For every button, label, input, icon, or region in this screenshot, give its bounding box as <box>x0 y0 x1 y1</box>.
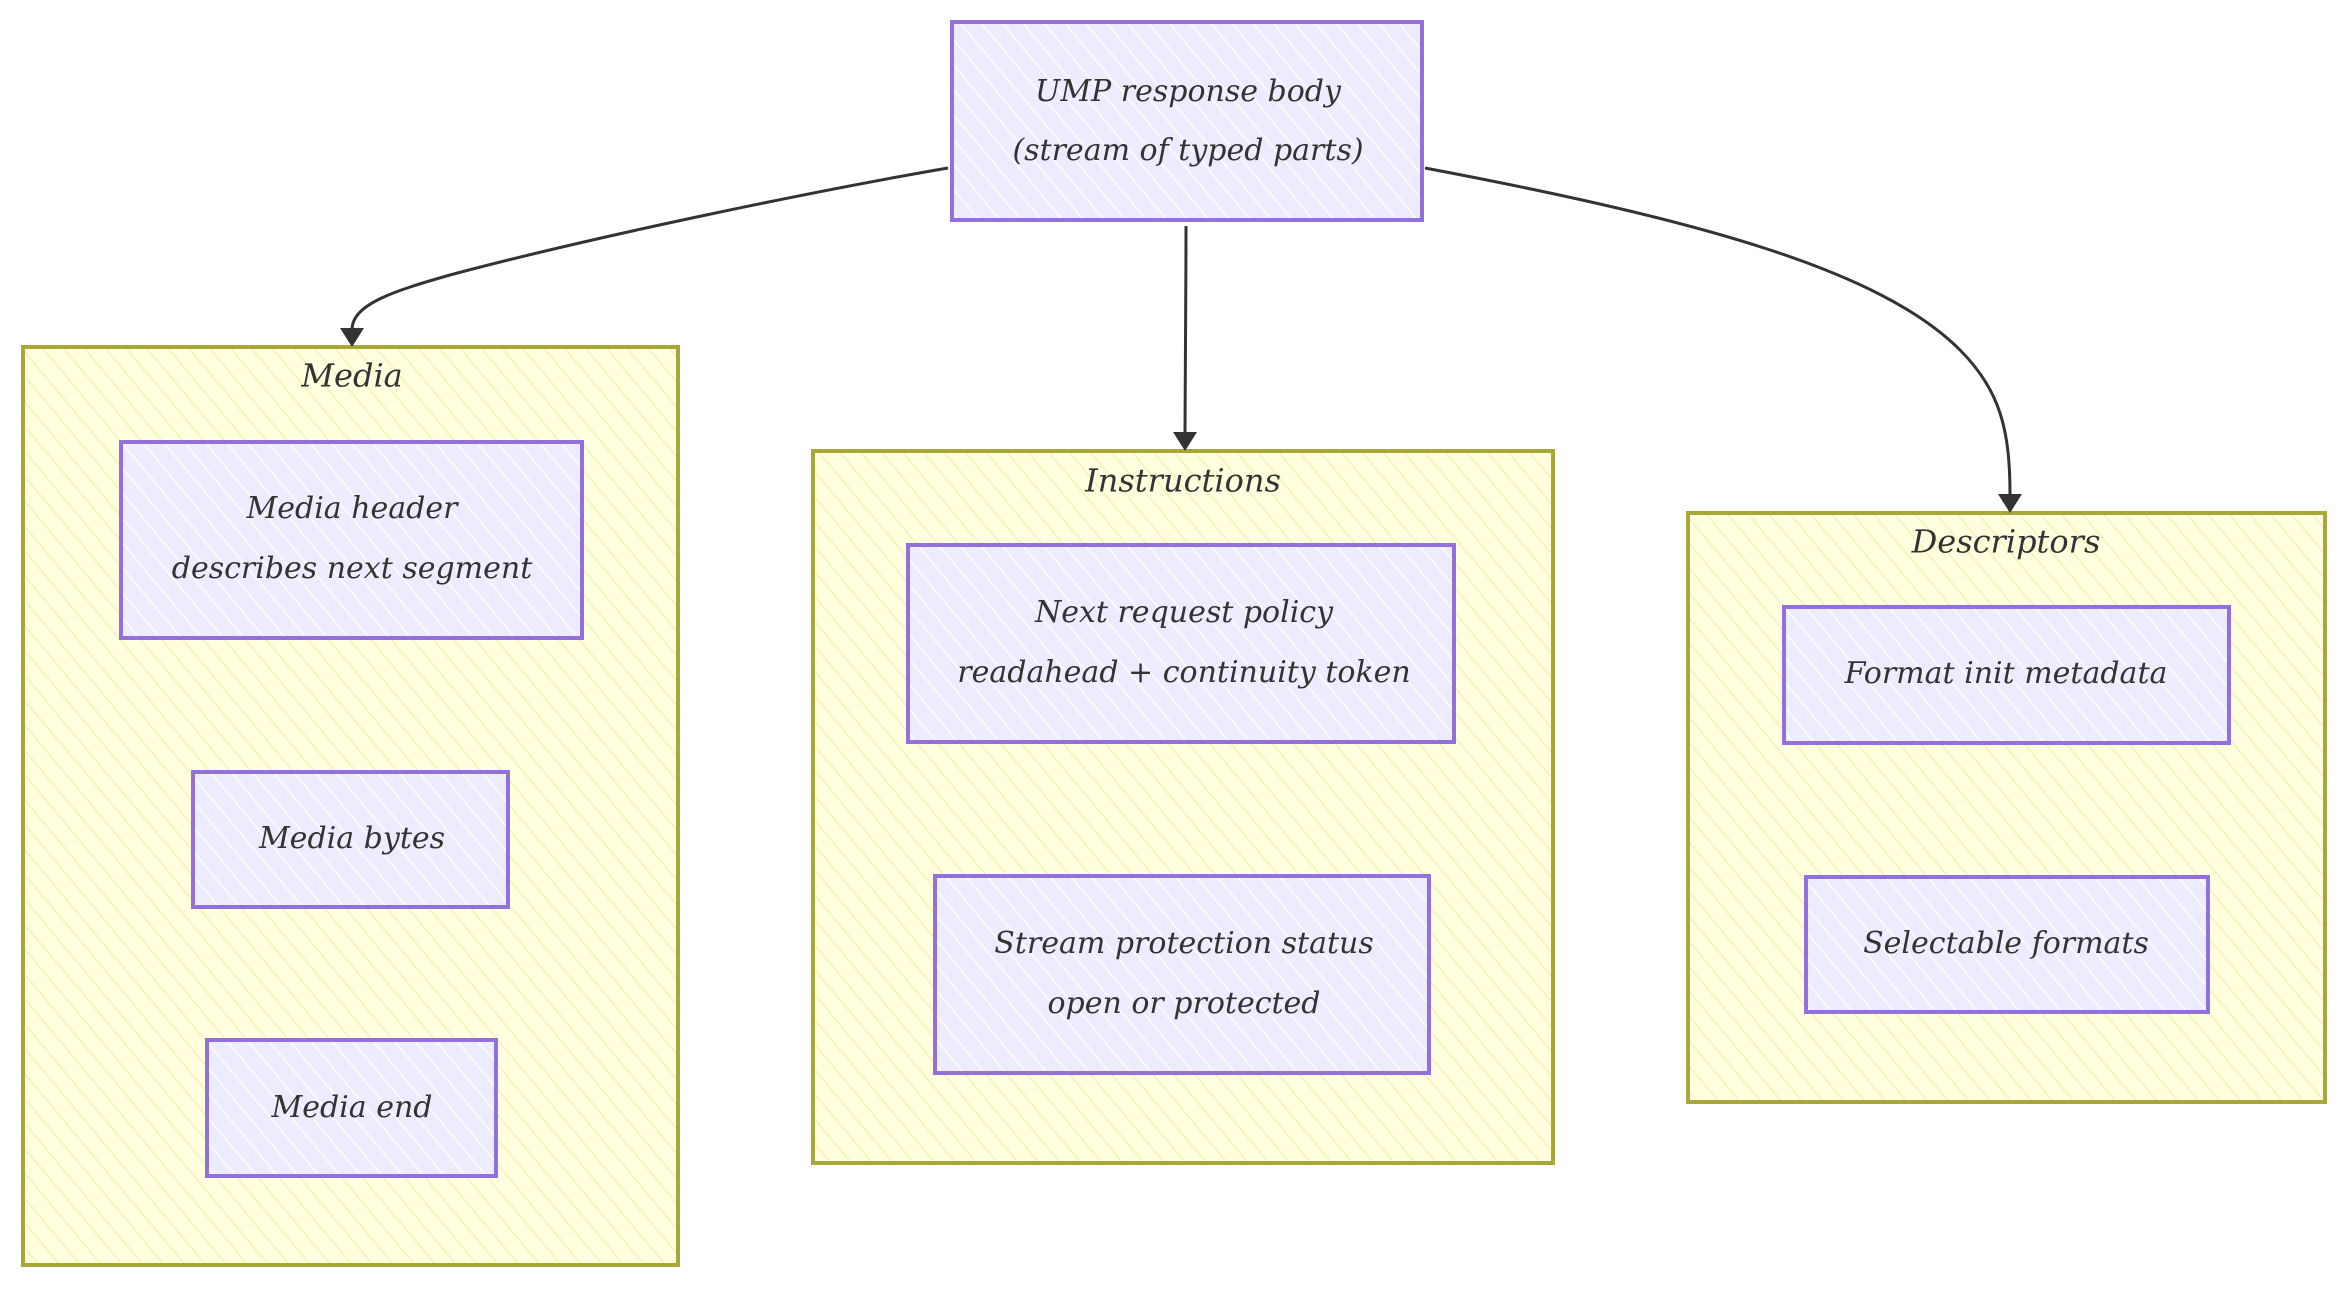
arrowhead-descriptors <box>1998 494 2022 513</box>
arrowhead-media <box>340 328 364 347</box>
media-end-label: Media end <box>271 1090 433 1125</box>
node-media-bytes: Media bytes <box>191 770 510 909</box>
protection-line1: Stream protection status <box>994 926 1373 961</box>
arrowhead-instructions <box>1173 432 1197 451</box>
edge-root-to-media <box>350 166 949 331</box>
protection-line2: open or protected <box>1047 986 1320 1021</box>
media-header-line2: describes next segment <box>172 551 533 586</box>
node-selectable-formats: Selectable formats <box>1804 875 2210 1014</box>
node-media-header: Media header describes next segment <box>119 440 584 640</box>
node-ump-response-body: UMP response body (stream of typed parts… <box>950 20 1424 222</box>
node-stream-protection-status: Stream protection status open or protect… <box>933 874 1431 1075</box>
policy-line2: readahead + continuity token <box>957 655 1410 690</box>
media-bytes-label: Media bytes <box>258 821 445 856</box>
group-descriptors-title: Descriptors <box>1911 523 2101 561</box>
edge-root-to-descriptors <box>1424 166 2012 495</box>
media-header-line1: Media header <box>246 491 460 526</box>
node-format-init-metadata: Format init metadata <box>1782 605 2231 745</box>
group-media-title: Media <box>300 357 403 395</box>
edge-root-to-instructions <box>1183 225 1188 433</box>
selectable-formats-label: Selectable formats <box>1863 926 2149 961</box>
node-media-end: Media end <box>205 1038 498 1178</box>
policy-line1: Next request policy <box>1034 595 1334 630</box>
edges <box>340 166 2022 513</box>
format-init-label: Format init metadata <box>1844 656 2168 691</box>
group-instructions-title: Instructions <box>1084 462 1281 500</box>
root-line1: UMP response body <box>1035 74 1342 109</box>
node-next-request-policy: Next request policy readahead + continui… <box>906 543 1456 744</box>
root-line2: (stream of typed parts) <box>1012 133 1363 168</box>
